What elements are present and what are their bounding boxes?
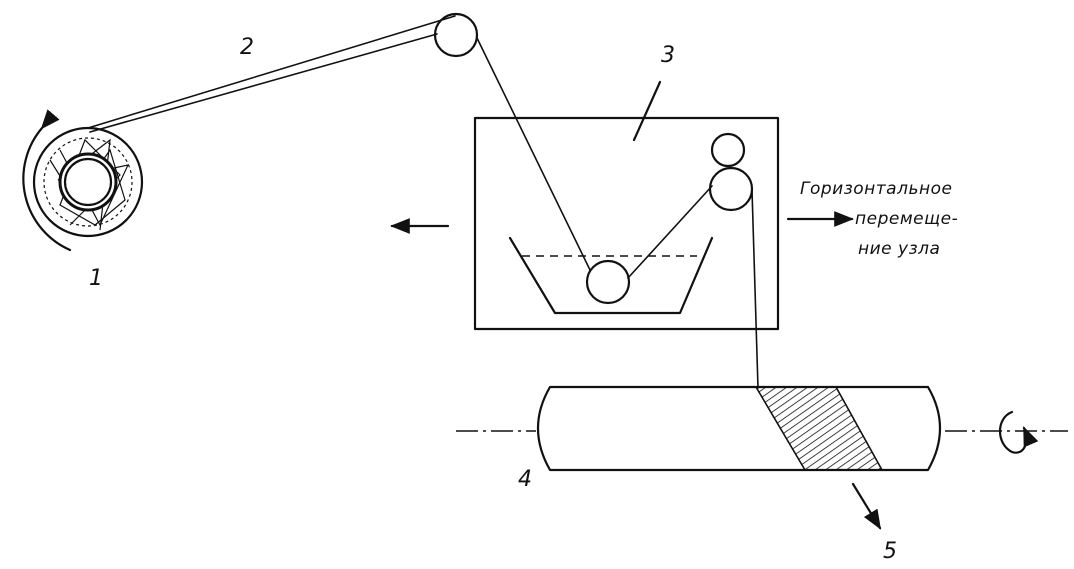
fiber-strand [87, 15, 456, 129]
caption-line-1: Горизонтальное [800, 179, 952, 199]
rotation-arrow [22, 109, 72, 252]
caption-line-2: перемеще- [855, 209, 958, 229]
caption-line-3: ние узла [858, 239, 940, 259]
label-5: 5 [883, 539, 897, 564]
label-4: 4 [518, 467, 532, 492]
winding-pointer [851, 482, 882, 530]
label-3: 3 [661, 43, 675, 68]
label-1: 1 [89, 266, 103, 291]
label-2: 2 [240, 35, 254, 60]
guide-roller-top [433, 12, 479, 58]
squeeze-roller-bottom [708, 166, 754, 212]
mandrel-rotation-arrow [998, 410, 1039, 454]
mandrel [536, 385, 942, 472]
supply-bobbin [32, 126, 144, 238]
unit-leader [632, 80, 662, 142]
impregnation-unit [473, 116, 780, 331]
resin-bath [508, 236, 714, 315]
squeeze-roller-top [710, 132, 746, 168]
bath-roller [585, 259, 631, 305]
